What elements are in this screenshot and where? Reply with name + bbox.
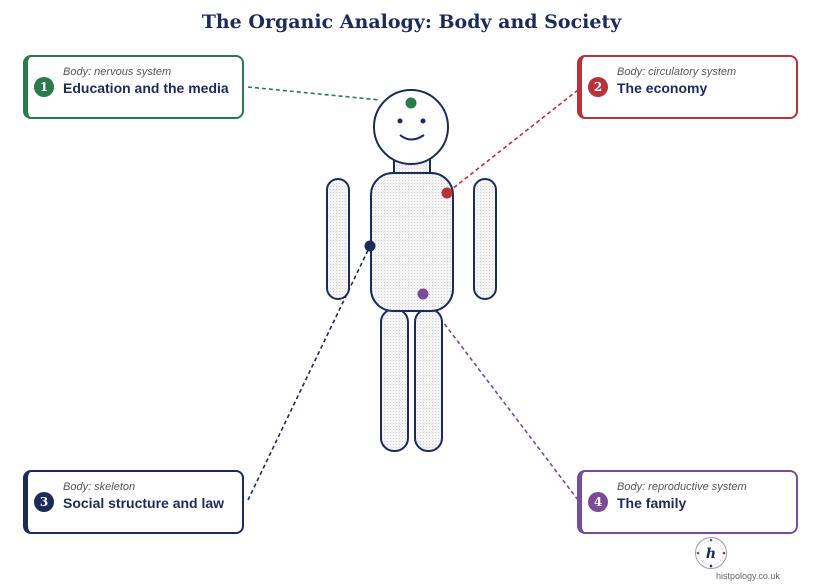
reproductive-dot (417, 288, 429, 300)
box-reproductive-system: 4 Body: reproductive system The family (577, 470, 798, 534)
box-skeleton: 3 Body: skeleton Social structure and la… (23, 470, 244, 534)
histpology-logo-icon: h (695, 537, 727, 569)
society-label: Education and the media (63, 80, 229, 96)
number-badge: 4 (588, 492, 608, 512)
connector-line-4 (439, 317, 579, 501)
connector-line-1 (247, 86, 381, 101)
society-label: The economy (617, 80, 708, 96)
left-leg (380, 308, 409, 452)
body-part-label: Body: skeleton (63, 481, 136, 493)
heart-dot (441, 187, 453, 199)
skeleton-dot (364, 240, 376, 252)
connector-line-2 (446, 89, 579, 194)
number-badge: 2 (588, 77, 608, 97)
body-part-label: Body: nervous system (63, 66, 172, 78)
society-label: Social structure and law (63, 495, 225, 511)
box-circulatory-system: 2 Body: circulatory system The economy (577, 55, 798, 119)
torso (370, 172, 454, 312)
right-arm (473, 178, 497, 300)
society-label: The family (617, 495, 687, 511)
smile (399, 134, 425, 141)
page-title: The Organic Analogy: Body and Society (201, 11, 622, 33)
right-eye (420, 118, 426, 124)
number-badge: 1 (34, 77, 54, 97)
left-eye (397, 118, 403, 124)
number-badge: 3 (34, 492, 54, 512)
body-part-label: Body: circulatory system (617, 66, 737, 78)
head (373, 89, 449, 165)
logo-glyph: h (706, 546, 716, 562)
left-arm (326, 178, 350, 300)
connector-line-3 (247, 245, 371, 501)
brain-dot (405, 97, 417, 109)
footer-site: histpology.co.uk (716, 571, 780, 581)
right-leg (414, 308, 443, 452)
body-part-label: Body: reproductive system (617, 481, 747, 493)
box-nervous-system: 1 Body: nervous system Education and the… (23, 55, 244, 119)
